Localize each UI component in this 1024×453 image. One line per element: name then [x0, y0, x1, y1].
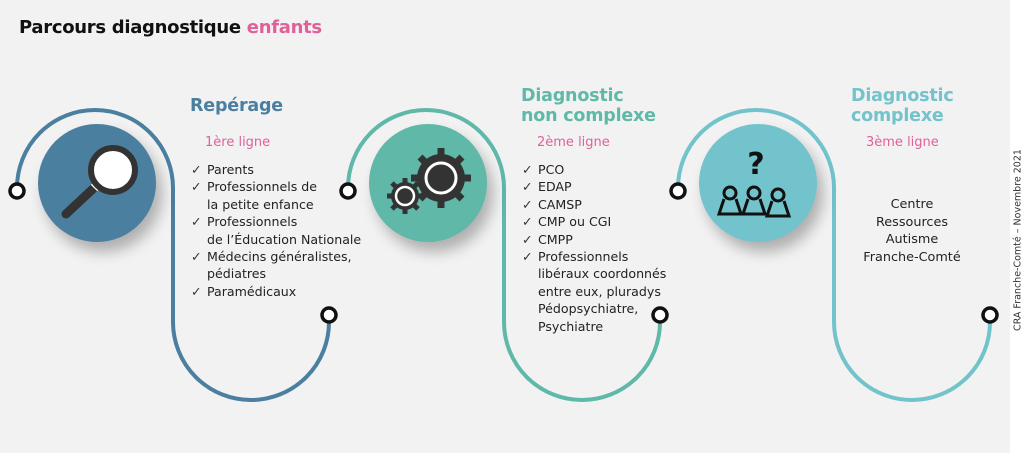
magnifier-icon: [38, 124, 156, 242]
path-segment-1: [15, 108, 331, 402]
structure-list: PCO EDAP CAMSP CMP ou CGI CMPP Professio…: [522, 161, 666, 335]
list-item: CAMSP: [522, 196, 666, 214]
node-dot: [981, 306, 999, 324]
page-title: Parcours diagnostique enfants: [19, 17, 322, 38]
path-segment-3: [676, 108, 992, 402]
node-dot: [320, 306, 338, 324]
gears-icon: [369, 124, 487, 242]
node-dot: [669, 182, 687, 200]
list-item: Parents: [191, 161, 361, 179]
credit-text: CRA Franche-Comté – Novembre 2021: [1012, 149, 1024, 331]
list-item: Médecins généralistes,pédiatres: [191, 248, 361, 283]
path-segment-2: [346, 108, 662, 402]
list-item: Paramédicaux: [191, 283, 361, 301]
svg-text:?: ?: [747, 147, 764, 182]
node-dot: [8, 182, 26, 200]
list-item: PCO: [522, 161, 666, 179]
list-item: CMP ou CGI: [522, 213, 666, 231]
level-label: 2ème ligne: [537, 135, 610, 150]
level-label: 1ère ligne: [205, 135, 271, 150]
title-accent: enfants: [246, 17, 322, 38]
title-main: Parcours diagnostique: [19, 17, 241, 38]
question-people-icon: ?: [699, 124, 817, 242]
level-label: 3ème ligne: [866, 135, 939, 150]
section-title-reperage: Repérage: [190, 96, 283, 116]
list-item: EDAP: [522, 178, 666, 196]
list-item: CMPP: [522, 231, 666, 249]
